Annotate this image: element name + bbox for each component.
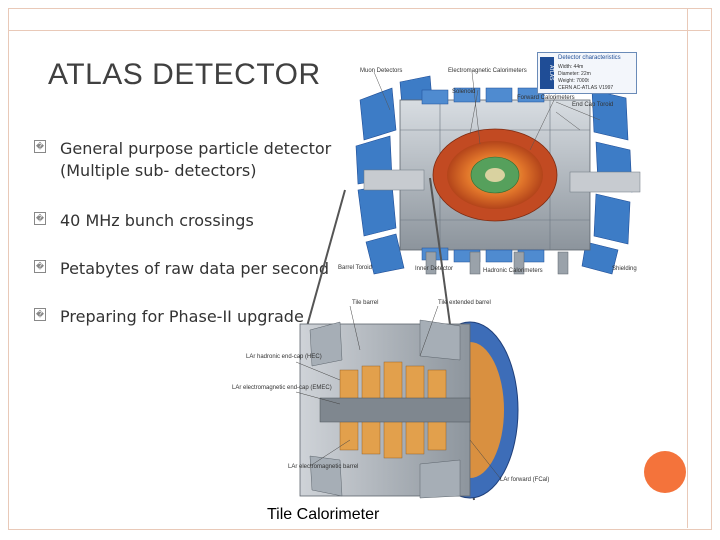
figure-caption: Tile Calorimeter [267,506,380,523]
label-solenoid: Solenoid [452,89,476,95]
bullet-text-secondary: (Multiple sub- detectors) [60,161,257,180]
label-lar-hec: LAr hadronic end-cap (HEC) [246,354,322,360]
label-shielding: Shielding [612,266,637,272]
atlas-detector-illustration [355,71,641,275]
bullet-text: Preparing for Phase-II upgrade [60,307,304,326]
slide-title: ATLAS DETECTOR [48,58,321,91]
bullet-text: General purpose particle detector [60,139,332,158]
label-em-calorimeters: Electromagnetic Calorimeters [448,68,527,74]
characteristics-row: Weight: 7000t [558,78,589,84]
label-tile-barrel: Tile barrel [352,300,379,306]
slide-frame-line-top [8,30,710,31]
bullet-icon: � [34,260,46,273]
characteristics-row: Diameter: 22m [558,71,591,77]
tile-calorimeter-illustration [295,305,519,499]
characteristics-footer: CERN AC-ATLAS V1997 [558,85,614,91]
label-lar-fcal: LAr forward (FCal) [500,477,550,483]
label-lar-emec: LAr electromagnetic end-cap (EMEC) [232,385,332,391]
accent-circle [644,451,686,493]
label-muon-detectors: Muon Detectors [360,68,403,74]
bullet-icon: � [34,308,46,321]
label-tile-extended-barrel: Tile extended barrel [438,300,491,306]
detector-characteristics-box: ATLAS Detector characteristics Width: 44… [537,52,637,94]
atlas-logo: ATLAS [540,57,554,89]
label-forward-calorimeters: Forward Calorimeters [517,95,575,101]
bullet-icon: � [34,212,46,225]
bullet-text: 40 MHz bunch crossings [60,211,254,230]
slide-frame-outer [8,8,712,530]
label-end-cap-toroid: End Cap Toroid [572,102,614,108]
label-barrel-toroid: Barrel Toroid [338,265,372,271]
bullet-text: Petabytes of raw data per second [60,259,330,278]
bullet-icon: � [34,140,46,153]
label-inner-detector: Inner Detector [415,266,454,272]
characteristics-heading: Detector characteristics [558,55,621,61]
slide-frame-line-right [687,8,688,528]
label-hadronic-calorimeters: Hadronic Calorimeters [483,268,543,274]
characteristics-row: Width: 44m [558,64,584,70]
label-lar-em-barrel: LAr electromagnetic barrel [288,464,359,470]
